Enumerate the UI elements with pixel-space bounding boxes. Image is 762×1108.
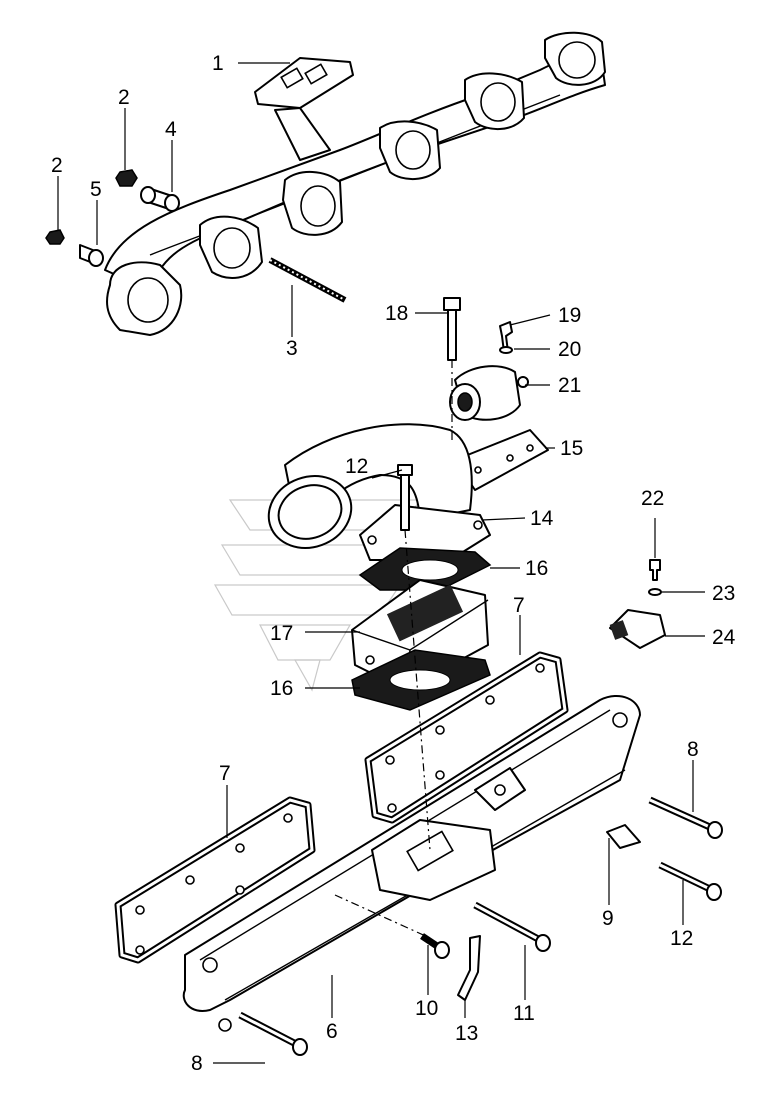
bolt-part-8-left	[238, 1011, 308, 1056]
callout-8a: 8	[687, 738, 699, 761]
callout-18: 18	[385, 302, 408, 325]
elbow-part-14	[267, 423, 491, 561]
callout-16b: 16	[270, 677, 293, 700]
manifold-port-1	[106, 261, 183, 336]
clip-part-13	[457, 935, 481, 1001]
bolt-part-8-right	[648, 796, 723, 839]
callout-2a: 2	[118, 86, 130, 109]
nut-part-2-lower	[45, 229, 65, 245]
manifold-port-5	[464, 72, 525, 130]
gasket-part-16-lower	[351, 649, 491, 711]
washer-part-23	[648, 588, 662, 596]
exhaust-manifold-upper	[104, 31, 606, 336]
callout-16a: 16	[525, 557, 548, 580]
bracket-part-9	[606, 824, 641, 849]
callout-21: 21	[558, 374, 581, 397]
callout-10: 10	[415, 997, 438, 1020]
callout-11: 11	[513, 1002, 535, 1025]
callout-6: 6	[326, 1020, 338, 1043]
callout-4: 4	[165, 118, 177, 141]
callout-8b: 8	[191, 1052, 203, 1075]
callout-7a: 7	[513, 594, 525, 617]
manifold-port-3	[282, 171, 343, 236]
manifold-port-4	[379, 120, 441, 180]
spacer-part-5	[79, 244, 104, 267]
bolt-part-12-upper	[397, 464, 413, 531]
callout-14: 14	[530, 507, 554, 530]
manifold-port-2	[199, 215, 263, 279]
spacer-part-4	[140, 186, 180, 212]
bolt-part-11	[473, 901, 551, 952]
bolt-part-18	[443, 297, 461, 361]
callout-3: 3	[286, 337, 298, 360]
callout-20: 20	[558, 338, 581, 361]
callout-12b: 12	[670, 927, 693, 950]
callout-7b: 7	[219, 762, 231, 785]
callout-24: 24	[712, 626, 736, 649]
callout-2b: 2	[51, 154, 63, 177]
bolt-part-12-lower	[658, 861, 722, 901]
bolt-part-10	[420, 933, 450, 959]
stud-part-3	[268, 257, 347, 303]
callout-22: 22	[641, 487, 664, 510]
callout-23: 23	[712, 582, 735, 605]
gasket-part-7-right	[364, 651, 569, 824]
washer-part-20	[499, 346, 513, 354]
callout-labels: 1 2 2 3 4 5 6 7 7 8 8 9 10 11 12 12 13 1…	[51, 52, 736, 1075]
callout-12a: 12	[345, 455, 368, 478]
callout-1: 1	[212, 52, 224, 75]
callout-5: 5	[90, 178, 102, 201]
manifold-port-6	[544, 31, 606, 86]
actuator-part-21	[449, 365, 529, 421]
callout-13: 13	[455, 1022, 478, 1045]
sensor-part-24	[609, 609, 666, 649]
exhaust-manifold-lower	[182, 695, 641, 1032]
screw-part-19	[499, 321, 513, 353]
callout-15: 15	[560, 437, 583, 460]
leader-lines	[57, 62, 705, 1064]
callout-19: 19	[558, 304, 581, 327]
gasket-part-7-left	[114, 796, 316, 964]
screw-part-22	[649, 559, 661, 581]
callout-17: 17	[270, 622, 293, 645]
callout-9: 9	[602, 907, 614, 930]
nut-part-2-upper	[115, 169, 138, 187]
gasket-part-16-upper	[358, 547, 492, 591]
